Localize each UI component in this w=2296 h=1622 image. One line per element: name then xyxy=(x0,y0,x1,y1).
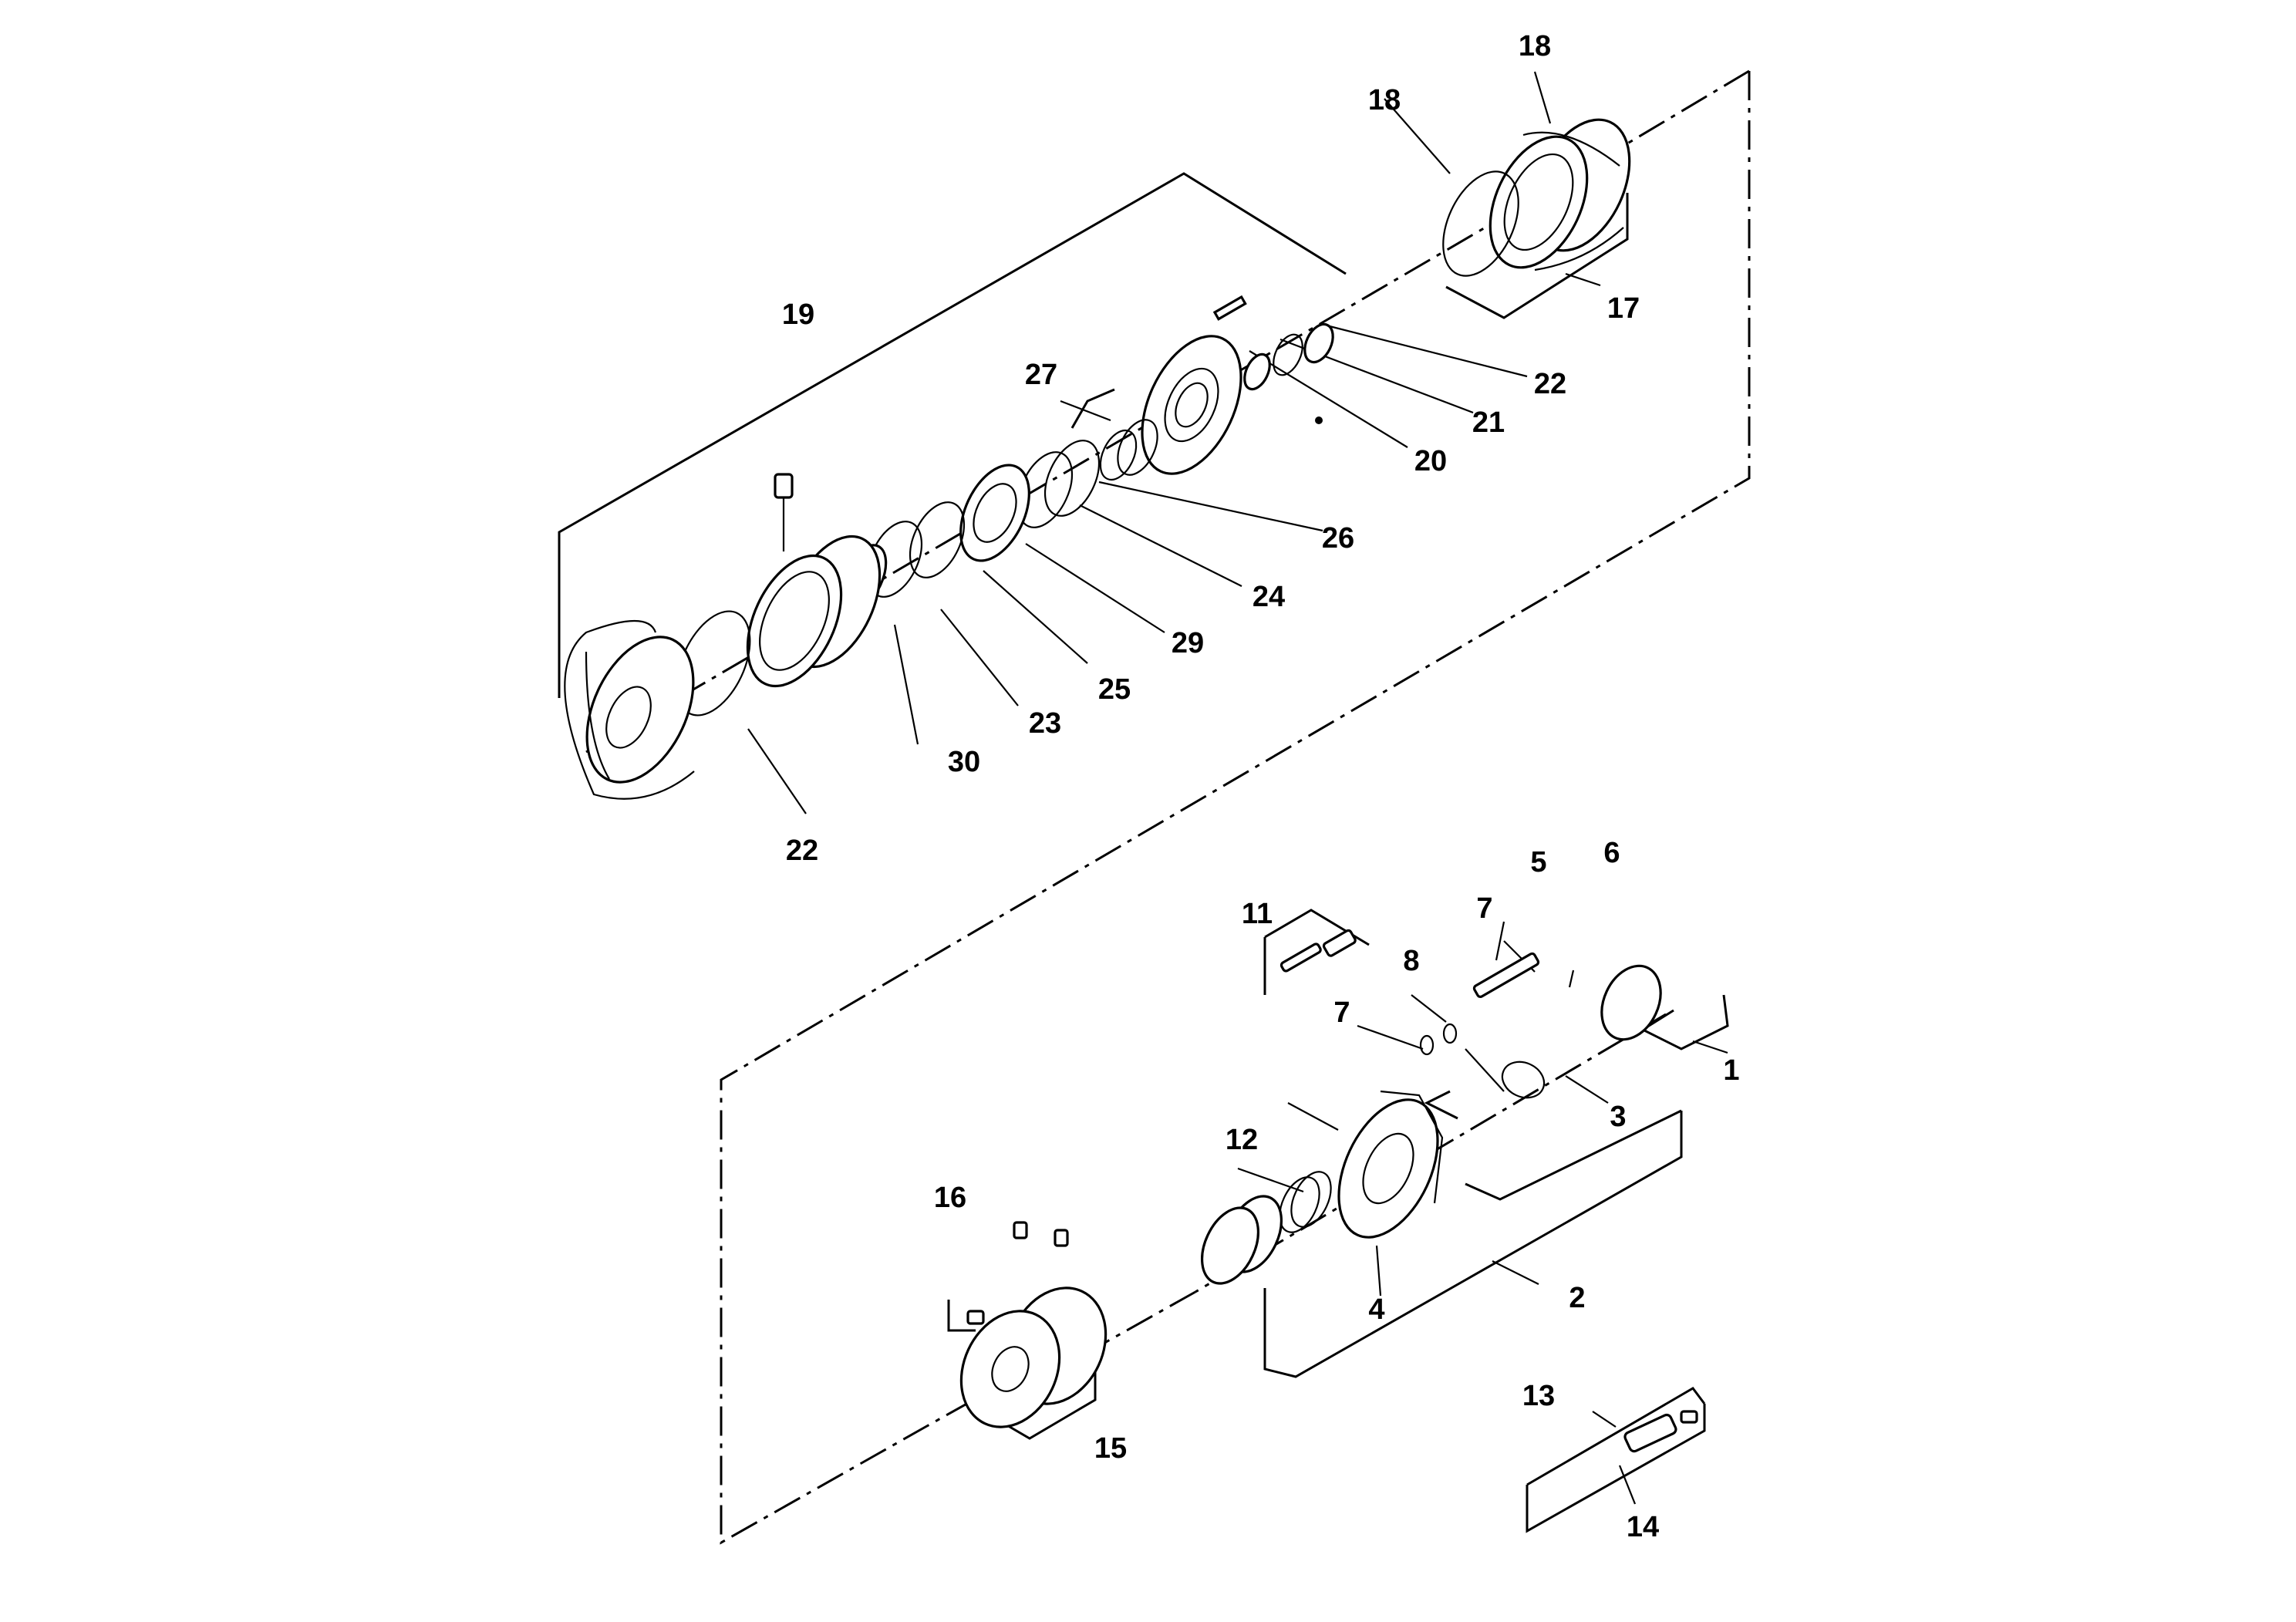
parts-13-14-fitting xyxy=(1623,1410,1698,1453)
callout-27: 26 xyxy=(1322,522,1354,555)
part-2-motor-housing xyxy=(1337,1090,1444,1239)
callout-9: 8 xyxy=(1403,945,1419,977)
callout-4: 4 xyxy=(1368,1293,1384,1326)
callout-16: 16 xyxy=(934,1182,966,1214)
part-12-springs xyxy=(1279,1171,1332,1233)
callout-19: 19 xyxy=(782,298,814,331)
wheel-hub xyxy=(564,620,695,800)
callout-26: 25 xyxy=(1098,673,1131,706)
callout-21: 21 xyxy=(1472,406,1505,439)
callout-13: 13 xyxy=(1522,1380,1555,1412)
callout-30: 30 xyxy=(948,746,980,778)
part-24-hub xyxy=(746,473,882,688)
callout-labels: 18 18 17 19 22 21 27 20 26 24 29 25 23 3… xyxy=(782,30,1740,1543)
callout-1: 1 xyxy=(1723,1054,1739,1087)
callout-12: 12 xyxy=(1226,1124,1258,1156)
part-15-cylinder-block xyxy=(959,1286,1108,1428)
callout-17: 17 xyxy=(1607,292,1640,325)
callout-25: 24 xyxy=(1253,581,1285,613)
part-3-o-ring xyxy=(1501,1061,1546,1099)
parts-20-22-rings xyxy=(1243,322,1334,391)
part-1-cover xyxy=(1600,964,1662,1041)
callout-8: 7 xyxy=(1333,996,1350,1029)
callout-23: 22 xyxy=(786,835,818,867)
callout-15: 15 xyxy=(1094,1432,1127,1465)
part-17-housing xyxy=(1489,118,1631,271)
part-11-pins xyxy=(1279,929,1357,973)
assembly-centerlines xyxy=(585,69,1751,1545)
parts-5-9-valve xyxy=(1419,952,1540,1056)
callout-22: 22 xyxy=(1534,368,1566,400)
callout-28: 27 xyxy=(1025,359,1057,391)
piston-block xyxy=(1201,1195,1283,1285)
callout-24: 23 xyxy=(1029,707,1061,740)
callout-18-a: 18 xyxy=(1519,30,1551,62)
callout-7: 7 xyxy=(1476,892,1492,925)
callout-5: 5 xyxy=(1530,846,1546,878)
callout-6: 6 xyxy=(1603,837,1620,869)
group-brackets xyxy=(558,172,1729,1533)
callout-2: 2 xyxy=(1569,1282,1585,1314)
part-16-keys xyxy=(966,1221,1069,1325)
callout-18-b: 18 xyxy=(1368,84,1401,116)
callout-20: 20 xyxy=(1414,445,1447,477)
callout-14: 14 xyxy=(1627,1511,1659,1543)
callout-29: 29 xyxy=(1172,627,1204,659)
callout-3: 3 xyxy=(1610,1101,1626,1133)
part-18-seal-ring xyxy=(1442,170,1519,277)
part-19-flange xyxy=(1141,295,1323,475)
callout-11: 11 xyxy=(1242,898,1273,930)
